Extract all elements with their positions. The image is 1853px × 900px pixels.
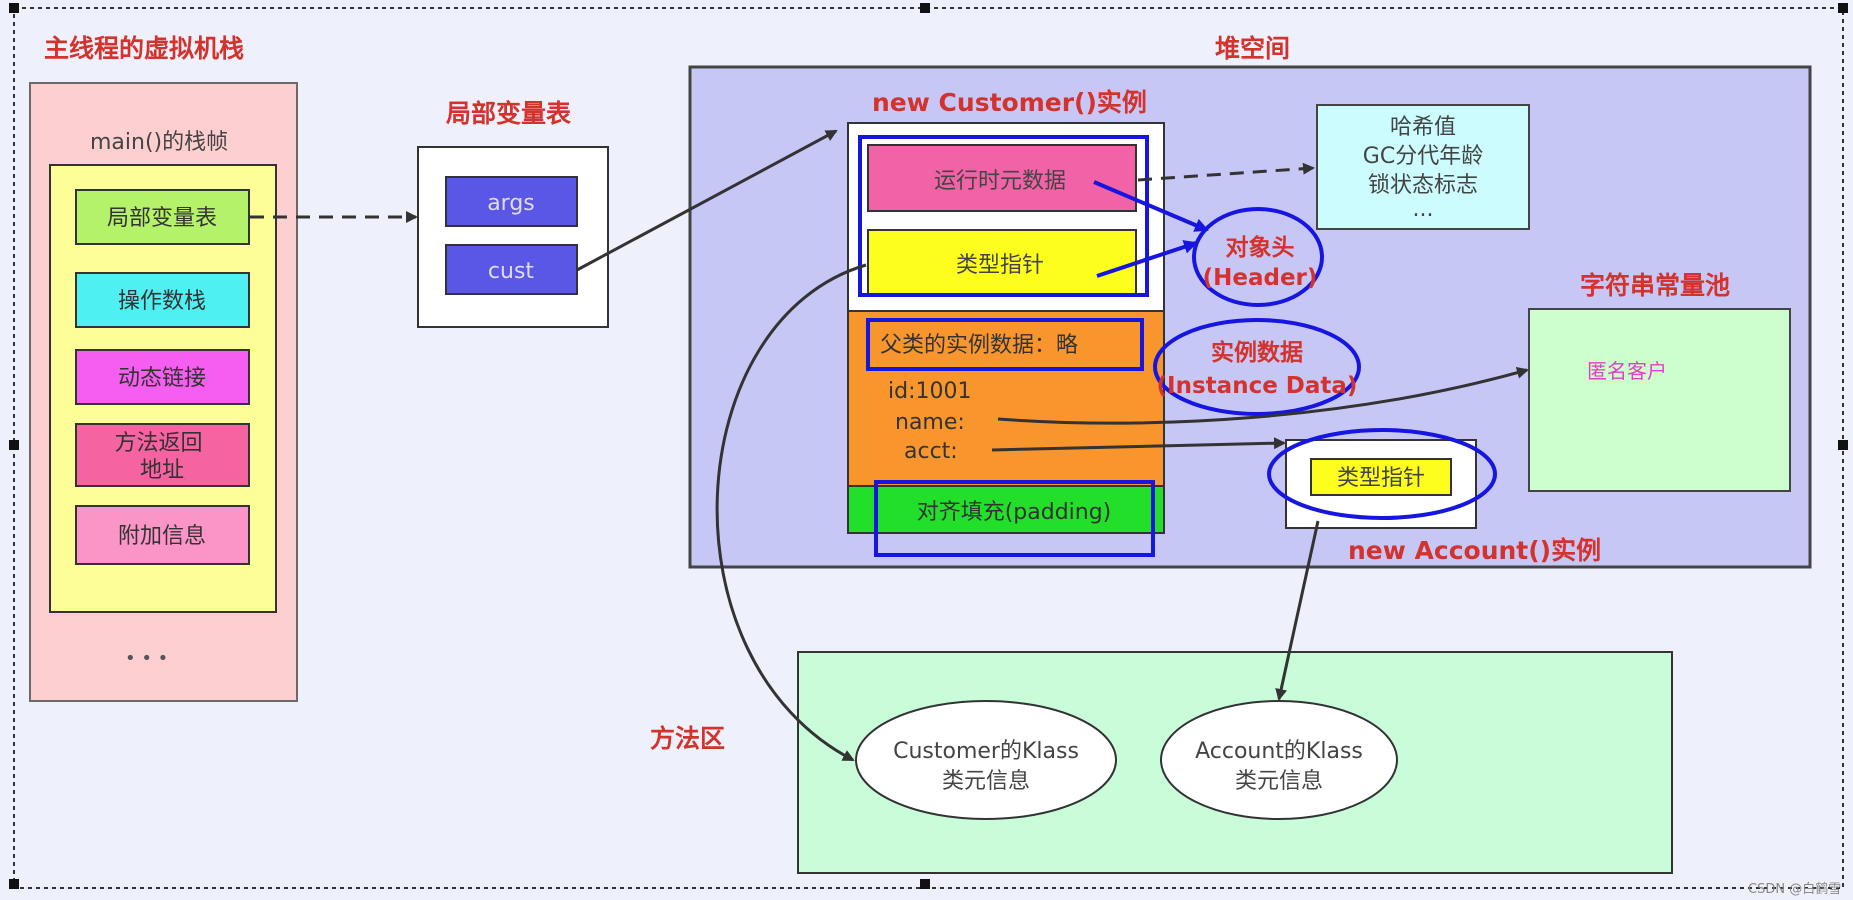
header-label-en: (Header): [1203, 265, 1318, 291]
parent-data-label: 父类的实例数据：略: [880, 333, 1078, 358]
field-id: id:1001: [888, 379, 971, 404]
account-klass-line2: 类元信息: [1235, 769, 1323, 794]
blue-arrow-type: [1096, 240, 1198, 278]
frame-item-operand-stack-label: 操作数栈: [118, 289, 206, 314]
padding-label: 对齐填充(padding): [917, 500, 1112, 525]
arrow-name-to-pool: [997, 366, 1529, 425]
customer-klass-line1: Customer的Klass: [893, 739, 1079, 764]
frame-item-extra-info[interactable]: [75, 505, 250, 565]
customer-instance-title: new Customer()实例: [872, 88, 1147, 117]
frame-item-dynamic-link-label: 动态链接: [118, 366, 206, 391]
customer-klass-ellipse[interactable]: [855, 700, 1117, 820]
meta-info-box: [1316, 104, 1530, 230]
account-pointer-ellipse: [1267, 428, 1497, 520]
slot-args-label: args: [487, 191, 535, 216]
heap-title: 堆空间: [1215, 34, 1290, 63]
frame-title: main()的栈帧: [90, 130, 228, 155]
customer-instance-area: [847, 310, 1165, 487]
method-area-title: 方法区: [650, 724, 725, 753]
runtime-meta-label: 运行时元数据: [934, 169, 1066, 194]
blue-arrow-meta: [1093, 180, 1209, 232]
frame-item-local-vars[interactable]: [75, 189, 250, 245]
arrow-acct-to-account: [991, 437, 1286, 452]
frame-item-return-address[interactable]: [75, 423, 250, 487]
string-pool-box: [1528, 308, 1791, 492]
string-pool-title: 字符串常量池: [1580, 271, 1730, 300]
header-label: 对象头: [1226, 234, 1295, 261]
local-vars-table: [417, 146, 609, 328]
field-name: name:: [895, 410, 965, 435]
watermark: CSDN @白鹤雪: [1748, 881, 1841, 897]
header-outline: [858, 135, 1149, 297]
instance-label: 实例数据: [1211, 339, 1303, 366]
stack-ellipsis: • • •: [125, 648, 168, 669]
header-ellipse: [1192, 207, 1324, 307]
frame-item-extra-info-label: 附加信息: [118, 524, 206, 549]
type-pointer-label: 类型指针: [956, 253, 1044, 278]
meta-info-more: ...: [1413, 197, 1434, 222]
instance-ellipse: [1153, 318, 1361, 416]
frame-item-return-address-label: 方法返回 地址: [114, 431, 209, 483]
arrow-cust-to-customer: [576, 129, 838, 272]
meta-info-gc-age: GC分代年龄: [1363, 144, 1483, 169]
slot-args[interactable]: [445, 176, 578, 227]
meta-info-lock: 锁状态标志: [1368, 173, 1478, 198]
field-acct: acct:: [904, 439, 958, 464]
parent-data-outline: [866, 318, 1144, 371]
string-pool-item: 匿名客户: [1587, 359, 1667, 383]
slot-cust-label: cust: [488, 259, 535, 284]
frame-item-dynamic-link[interactable]: [75, 349, 250, 405]
account-type-pointer-box[interactable]: [1310, 458, 1452, 496]
arrow-type-pointer-to-customer-klass: [715, 263, 867, 762]
account-klass-ellipse[interactable]: [1160, 700, 1398, 820]
padding-outline: [874, 480, 1155, 557]
frame-item-operand-stack[interactable]: [75, 272, 250, 328]
account-instance-title: new Account()实例: [1348, 536, 1601, 565]
slot-cust[interactable]: [445, 244, 578, 295]
stack-title: 主线程的虚拟机栈: [44, 34, 244, 63]
account-klass-line1: Account的Klass: [1195, 739, 1363, 764]
local-vars-title: 局部变量表: [446, 99, 572, 128]
runtime-meta-box[interactable]: [867, 144, 1137, 212]
account-type-pointer-label: 类型指针: [1337, 466, 1425, 491]
frame-item-local-vars-label: 局部变量表: [107, 206, 217, 231]
instance-label-en: (Instance Data): [1157, 373, 1358, 399]
dashed-arrow-meta: [1137, 162, 1315, 182]
arrow-account-pointer-to-account-klass: [1275, 520, 1320, 701]
frame-handles: [9, 3, 1848, 889]
customer-padding-area: [847, 485, 1165, 534]
frame-item-return-address-label-line2: 地址: [140, 458, 184, 483]
customer-klass-line2: 类元信息: [942, 769, 1030, 794]
type-pointer-box[interactable]: [867, 229, 1137, 295]
meta-info-hash: 哈希值: [1390, 115, 1456, 140]
